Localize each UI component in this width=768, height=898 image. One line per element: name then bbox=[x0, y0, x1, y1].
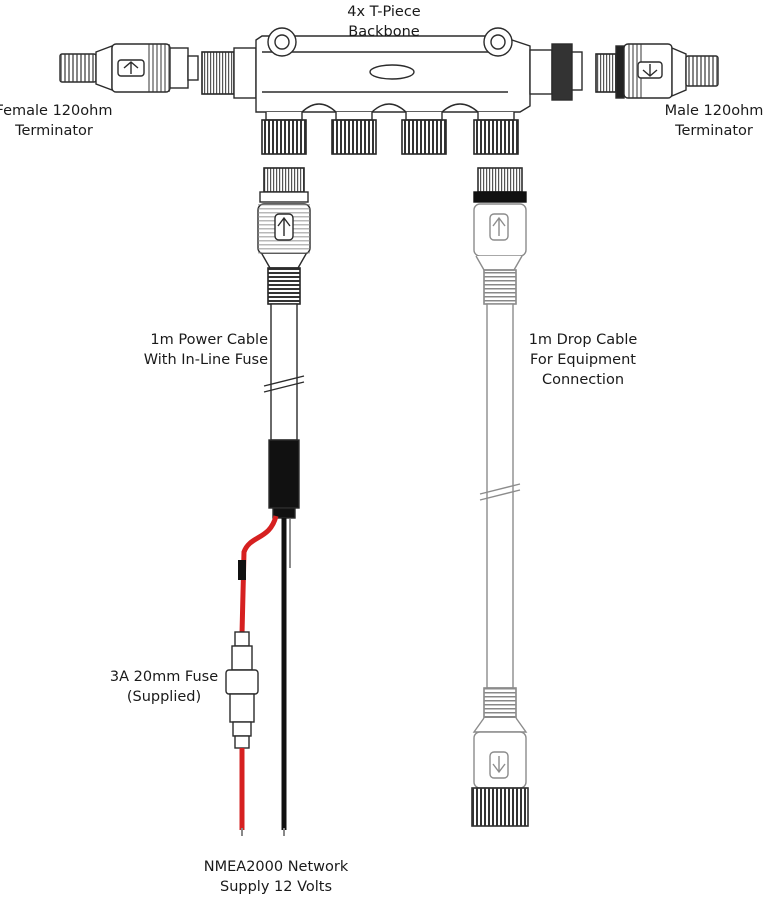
drop-cable-label: 1m Drop Cable For Equipment Connection bbox=[523, 330, 643, 390]
power-cable-label-line-2: With In-Line Fuse bbox=[143, 352, 268, 368]
backbone-label-line-2: Backbone bbox=[348, 24, 420, 40]
power-cable bbox=[225, 167, 311, 836]
male-terminator-label-line-2: Terminator bbox=[675, 123, 753, 139]
female-terminator-label-line-1: Female 120ohm bbox=[0, 103, 113, 119]
power-cable-label: 1m Power Cable With In-Line Fuse bbox=[118, 330, 268, 370]
positive-wire bbox=[239, 515, 279, 635]
t-piece-backbone bbox=[201, 27, 583, 155]
backbone-label: 4x T-Piece Backbone bbox=[314, 2, 454, 42]
network-supply-label: NMEA2000 Network Supply 12 Volts bbox=[176, 857, 376, 897]
drop-cable bbox=[471, 167, 529, 827]
drop-cable-label-line-2: For Equipment bbox=[530, 352, 636, 368]
fuse-label-line-2: (Supplied) bbox=[126, 689, 202, 705]
backbone-label-line-1: 4x T-Piece bbox=[347, 4, 421, 20]
t-piece-drop-port-4 bbox=[473, 112, 519, 155]
female-terminator-label-line-2: Terminator bbox=[15, 123, 93, 139]
fuse-label-line-1: 3A 20mm Fuse bbox=[109, 669, 219, 685]
inline-fuse-holder bbox=[225, 631, 259, 749]
male-terminator-label: Male 120ohm Terminator bbox=[654, 101, 768, 141]
t-piece-drop-port-1 bbox=[261, 112, 307, 155]
network-supply-label-line-1: NMEA2000 Network bbox=[203, 859, 349, 875]
male-terminator-label-line-1: Male 120ohm bbox=[664, 103, 764, 119]
t-piece-drop-port-2 bbox=[331, 112, 377, 155]
female-terminator bbox=[59, 43, 199, 93]
drop-cable-label-line-3: Connection bbox=[541, 372, 625, 388]
male-terminator bbox=[595, 43, 719, 99]
female-terminator-label: Female 120ohm Terminator bbox=[0, 101, 114, 141]
fuse-label: 3A 20mm Fuse (Supplied) bbox=[94, 667, 234, 707]
t-piece-drop-port-3 bbox=[401, 112, 447, 155]
drop-cable-label-line-1: 1m Drop Cable bbox=[528, 332, 638, 348]
network-supply-label-line-2: Supply 12 Volts bbox=[219, 879, 332, 895]
power-cable-label-line-1: 1m Power Cable bbox=[150, 332, 268, 348]
